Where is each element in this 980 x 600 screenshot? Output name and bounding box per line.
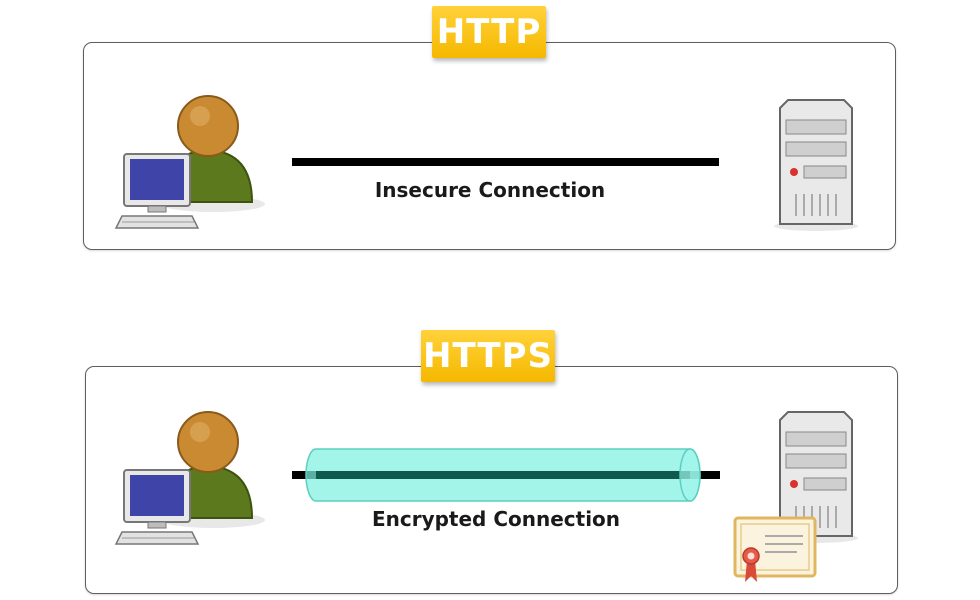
- insecure-connection-label: Insecure Connection: [374, 178, 606, 202]
- https-badge: HTTPS: [421, 330, 555, 382]
- user-at-computer-icon: [114, 95, 265, 229]
- ssl-certificate-icon: [733, 516, 817, 582]
- server-tower-icon: [774, 99, 858, 231]
- insecure-connection-line: [292, 158, 719, 166]
- encryption-tunnel: [292, 448, 720, 502]
- http-badge: HTTP: [432, 6, 546, 58]
- encrypted-connection-label: Encrypted Connection: [371, 507, 621, 531]
- user-at-computer-icon: [114, 411, 265, 545]
- server-tower-icon: [774, 411, 858, 543]
